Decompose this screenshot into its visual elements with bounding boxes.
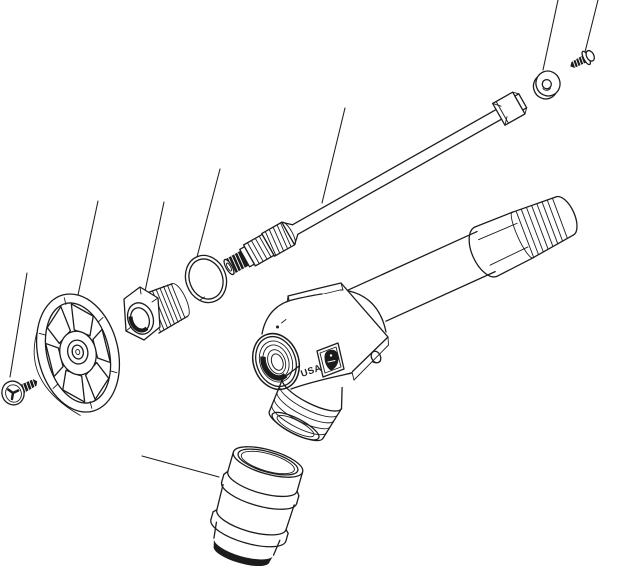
leader-handle-screw: [9, 272, 28, 378]
valve-body-outlet: [268, 365, 343, 442]
o-ring: [184, 254, 228, 304]
leader-screw-top: [584, 0, 599, 53]
vacuum-breaker-cap: [210, 446, 304, 567]
mounting-screw-top: [570, 49, 595, 68]
valve-body-dome: [348, 290, 387, 333]
leader-stem-rod: [321, 107, 346, 204]
pipe-thread-end: [555, 195, 578, 236]
leader-vacuum-breaker: [141, 455, 220, 478]
body-drain-dot: [276, 325, 279, 329]
leader-washer: [542, 0, 559, 71]
emblem-shield: [324, 349, 339, 371]
leader-packing-nut: [143, 201, 165, 297]
outlet-end-face: [271, 411, 320, 441]
leader-lines: [9, 0, 599, 478]
rod-shaft: [291, 108, 497, 226]
breaker-top-opening: [232, 446, 304, 478]
screw-head-dome: [585, 49, 595, 62]
handle-screw: [1, 379, 38, 406]
leader-handle: [77, 200, 99, 296]
breaker-bottom-band: [213, 538, 274, 567]
flat-washer: [532, 70, 561, 100]
packing-nut: [123, 283, 190, 341]
handle-screw-shank: [19, 379, 38, 394]
screw-head-flange: [581, 50, 592, 66]
stem-rod-assembly: [223, 91, 528, 276]
body-emblem: [316, 342, 345, 378]
handle-wheel: [33, 293, 121, 416]
valve-body-tube: [345, 195, 578, 322]
wheel-hub: [59, 330, 97, 376]
leader-o-ring: [196, 168, 221, 258]
phillips-recess: [6, 388, 20, 401]
